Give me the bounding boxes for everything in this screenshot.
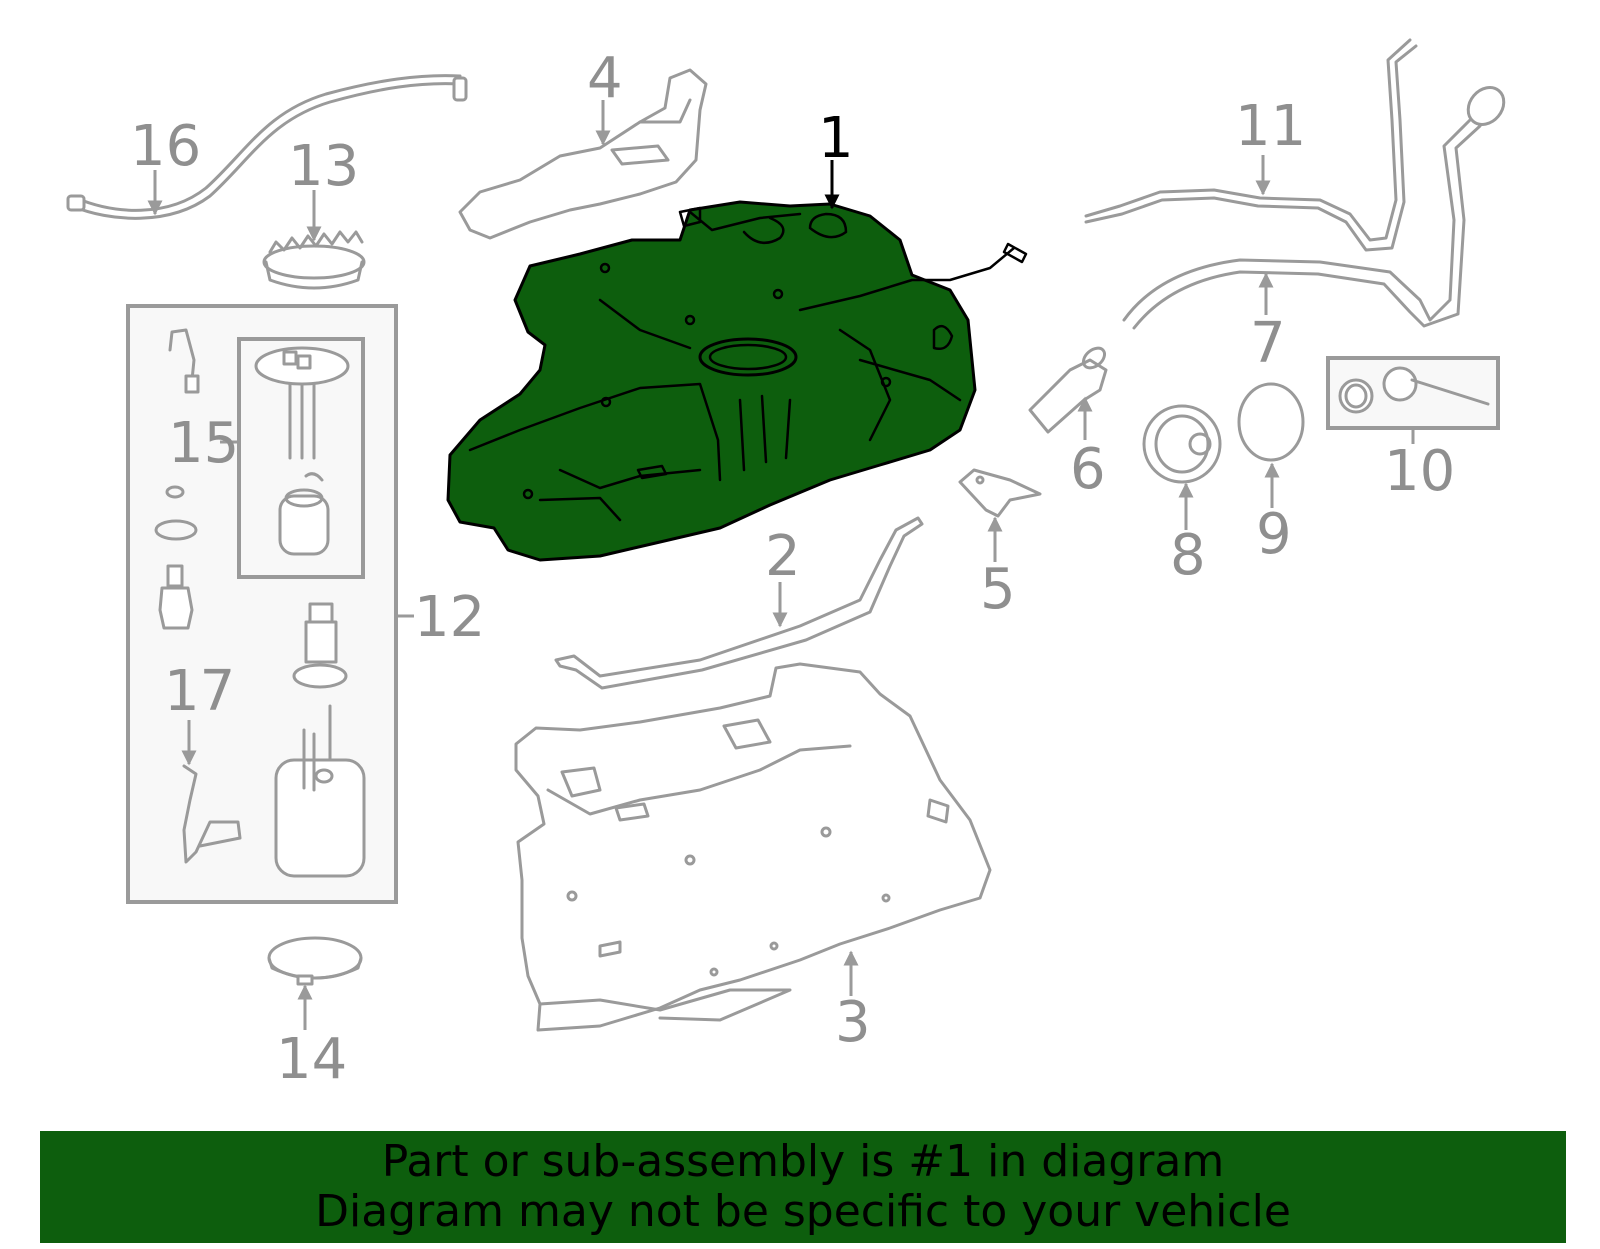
part-5-bracket[interactable]: [958, 468, 1042, 518]
callout-1: 1: [818, 106, 854, 171]
callout-7: 7: [1250, 311, 1286, 376]
part-11-breather-tube[interactable]: [1084, 38, 1418, 252]
part-13-lock-ring[interactable]: [262, 230, 366, 290]
callout-12: 12: [414, 585, 485, 650]
callout-13: 13: [288, 134, 359, 199]
part-8-grommet[interactable]: [1142, 404, 1222, 484]
part-10-fuel-cap-kit[interactable]: [1326, 356, 1500, 430]
callout-14: 14: [276, 1027, 347, 1092]
part-7-filler-pipe[interactable]: [1122, 80, 1511, 330]
callout-16: 16: [130, 114, 201, 179]
part-6-hose-connector[interactable]: [1028, 344, 1108, 434]
callout-8: 8: [1170, 523, 1206, 588]
part-2-tank-strap[interactable]: [554, 516, 924, 690]
callout-10: 10: [1384, 439, 1455, 504]
part-14-retainer-ring[interactable]: [267, 936, 363, 986]
banner-line-1: Part or sub-assembly is #1 in diagram: [381, 1136, 1225, 1187]
banner-line-2: Diagram may not be specific to your vehi…: [315, 1186, 1291, 1237]
parts-diagram: 16 13 4: [66, 38, 1511, 1092]
callout-4: 4: [587, 46, 623, 111]
part-9-gasket[interactable]: [1237, 382, 1305, 462]
part-1-fuel-tank[interactable]: [446, 200, 1028, 562]
part-4-heat-insulator[interactable]: [458, 68, 708, 240]
callout-5: 5: [980, 557, 1016, 622]
part-15-pump-sender[interactable]: [237, 337, 365, 579]
callout-3: 3: [835, 990, 871, 1055]
callout-11: 11: [1235, 94, 1306, 159]
callout-17: 17: [164, 659, 235, 724]
callout-2: 2: [765, 524, 801, 589]
callout-15: 15: [168, 411, 239, 476]
callout-9: 9: [1256, 502, 1292, 567]
part-16-vapor-hose[interactable]: [66, 74, 468, 220]
info-banner: Part or sub-assembly is #1 in diagram Di…: [40, 1131, 1566, 1243]
callout-6: 6: [1070, 437, 1106, 502]
part-3-protector[interactable]: [514, 662, 992, 1032]
